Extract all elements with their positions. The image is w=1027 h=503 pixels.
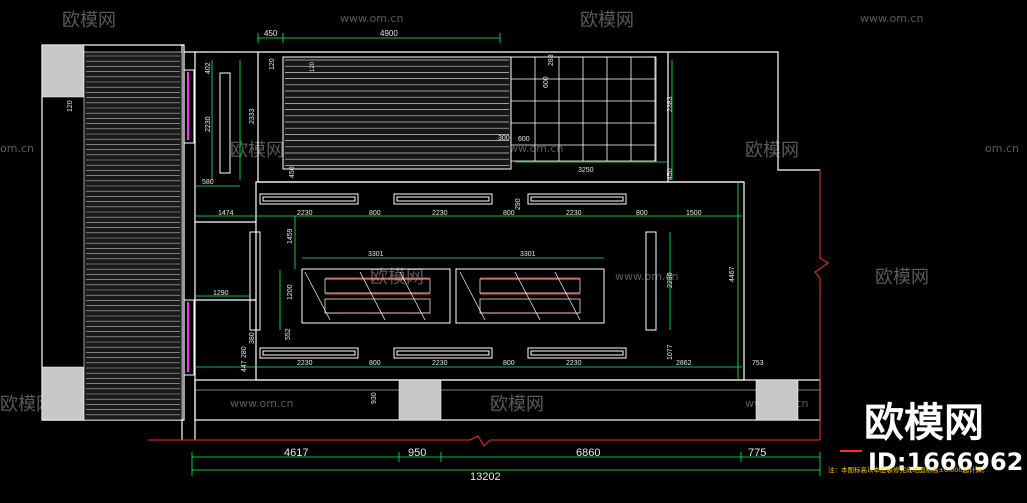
watermark-site-short: om.cn bbox=[985, 142, 1019, 155]
dim-label: 1459 bbox=[287, 228, 294, 244]
dim-label: 120 bbox=[67, 100, 74, 112]
dim-label: 2230 bbox=[297, 210, 313, 217]
watermark-brand: 欧模网 bbox=[580, 10, 634, 31]
break-line bbox=[148, 170, 829, 447]
dim-label: 2383 bbox=[667, 96, 674, 112]
tile-grid-room bbox=[510, 56, 657, 162]
dim-label: 930 bbox=[371, 392, 378, 404]
dim-label: 600 bbox=[543, 76, 550, 88]
dimension-lines bbox=[191, 33, 821, 476]
watermark-site: www.om.cn bbox=[230, 397, 293, 410]
watermark-brand: 欧模网 bbox=[230, 140, 284, 161]
dim-label-total: 13202 bbox=[470, 471, 501, 483]
dim-label: 753 bbox=[752, 360, 764, 367]
dim-label: 2862 bbox=[676, 360, 692, 367]
dim-label: 450 bbox=[264, 29, 278, 38]
id-watermark: ID:1666962 bbox=[868, 448, 1023, 476]
dim-label: 2230 bbox=[432, 210, 448, 217]
dim-label: 283 bbox=[548, 54, 555, 66]
dim-label: 600 bbox=[518, 136, 530, 143]
dim-label: 120 bbox=[310, 61, 316, 72]
dim-label: 800 bbox=[369, 210, 381, 217]
dim-label: 800 bbox=[503, 210, 515, 217]
drawing-note: 注：本图标高以本层装修完成地面标高±0.000起计算。 bbox=[828, 465, 989, 474]
watermark-brand: 欧模网 bbox=[62, 10, 116, 31]
dim-label: 380 bbox=[249, 332, 256, 344]
left-hatched-area bbox=[83, 51, 183, 421]
dim-label: 1500 bbox=[686, 210, 702, 217]
dim-label-bottom: 950 bbox=[408, 447, 426, 459]
shelves bbox=[249, 193, 657, 359]
dim-label-bottom: 775 bbox=[748, 447, 766, 459]
watermark-brand: 欧模网 bbox=[490, 394, 544, 415]
dim-label: 580 bbox=[202, 179, 214, 186]
watermark-brand: 欧模网 bbox=[0, 394, 54, 415]
dim-label: 552 bbox=[285, 328, 292, 340]
central-display bbox=[301, 268, 605, 324]
watermark-site: www.om.cn bbox=[860, 12, 923, 25]
dim-label: 450 bbox=[289, 166, 296, 178]
watermark-brand: 欧模网 bbox=[745, 140, 799, 161]
dim-label: 1474 bbox=[218, 210, 234, 217]
dim-label: 3250 bbox=[578, 167, 594, 174]
dim-label: 3301 bbox=[520, 251, 536, 258]
dim-label: 800 bbox=[369, 360, 381, 367]
dim-label: 447 bbox=[241, 360, 248, 372]
dim-label: 3301 bbox=[368, 251, 384, 258]
dim-label: 120 bbox=[269, 58, 276, 70]
brand-stamp: 欧模网 ID:1666962 注：本图标高以本层装修完成地面标高±0.000起计… bbox=[828, 400, 1023, 476]
dim-label: 1200 bbox=[287, 284, 294, 300]
dim-label-bottom: 6860 bbox=[576, 447, 600, 459]
dim-label: 2230 bbox=[432, 360, 448, 367]
watermark-site-short: om.cn bbox=[0, 142, 34, 155]
dim-label: 4467 bbox=[729, 266, 736, 282]
dim-label: 290 bbox=[515, 198, 522, 210]
dim-label: 1290 bbox=[213, 290, 229, 297]
dim-label: 300 bbox=[498, 135, 510, 142]
watermark-site: www.om.cn bbox=[340, 12, 403, 25]
big-brand-watermark: 欧模网 bbox=[864, 400, 984, 446]
dim-label: 2230 bbox=[297, 360, 313, 367]
dim-label: 800 bbox=[503, 360, 515, 367]
dim-label: 2230 bbox=[667, 272, 674, 288]
dimension-labels: 450 4900 402 2230 120 2333 120 450 580 3… bbox=[67, 29, 766, 483]
dim-label: 1077 bbox=[667, 344, 674, 360]
dim-label: 800 bbox=[636, 210, 648, 217]
dim-label: 280 bbox=[241, 346, 248, 358]
columns bbox=[41, 44, 799, 421]
dim-label: 4900 bbox=[380, 29, 398, 38]
upper-hatched-room bbox=[282, 56, 512, 170]
dim-label: 2230 bbox=[566, 210, 582, 217]
dim-label: 2333 bbox=[249, 108, 256, 124]
watermark-site: www.om.cn bbox=[615, 270, 678, 283]
dim-label: 2230 bbox=[205, 116, 212, 132]
dim-label: 402 bbox=[205, 62, 212, 74]
watermark-brand: 欧模网 bbox=[875, 267, 929, 288]
dim-label: 2230 bbox=[566, 360, 582, 367]
dim-label-bottom: 4617 bbox=[284, 447, 308, 459]
dim-label: 450 bbox=[667, 168, 674, 180]
